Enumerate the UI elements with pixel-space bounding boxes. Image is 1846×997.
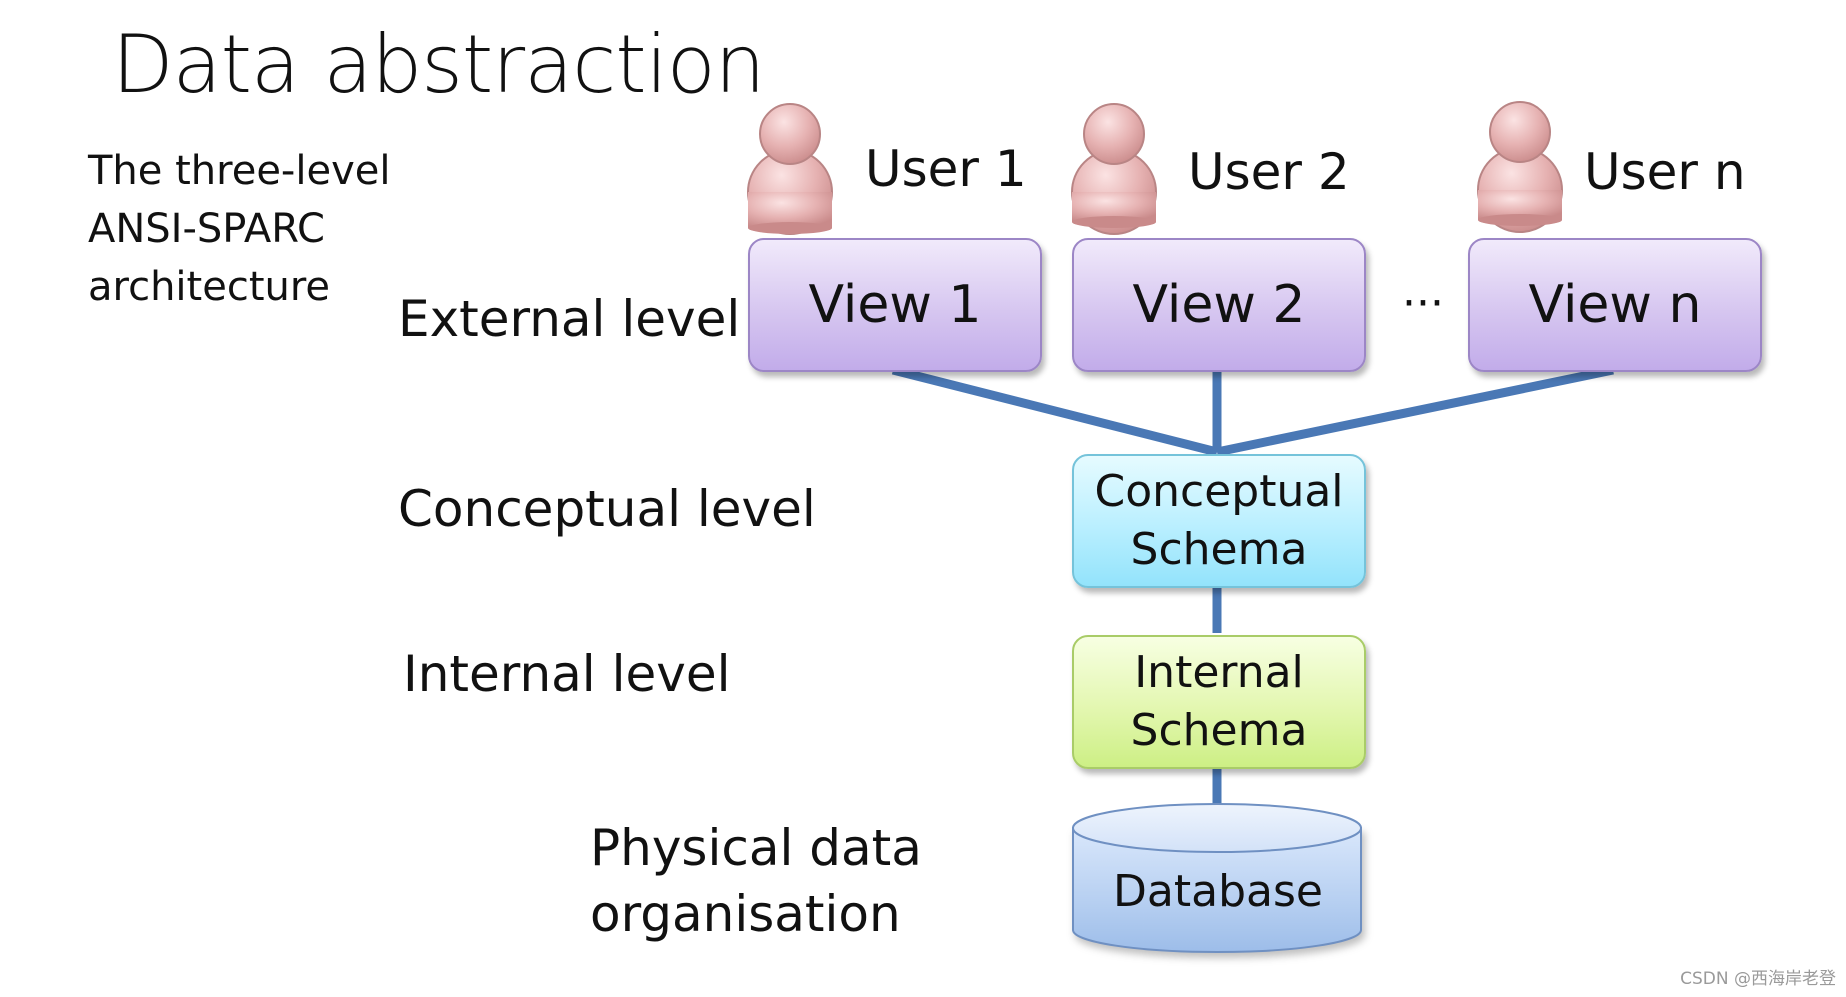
user-icon <box>1477 101 1563 233</box>
view-box-2: View 2 <box>1072 238 1366 372</box>
user-label-2: User 2 <box>1188 143 1350 201</box>
connector-view1 <box>891 365 1219 457</box>
internal-schema-box: Internal Schema <box>1072 635 1366 769</box>
conceptual-schema-box: Conceptual Schema <box>1072 454 1366 588</box>
user-label-n: User n <box>1584 143 1746 201</box>
internal-level-label: Internal level <box>403 645 731 703</box>
conceptual-schema-line: Conceptual <box>1094 466 1344 517</box>
view-box-1: View 1 <box>748 238 1042 372</box>
caption-line: ANSI-SPARC <box>88 206 325 252</box>
database-cylinder-icon <box>1072 803 1362 953</box>
external-level-label: External level <box>398 290 741 348</box>
connector-viewn <box>1216 365 1614 457</box>
internal-schema-line: Schema <box>1130 705 1308 756</box>
watermark: CSDN @西海岸老登 <box>1680 969 1836 989</box>
page-title: Data abstraction <box>112 18 765 111</box>
user-icon <box>747 103 833 235</box>
user-label-1: User 1 <box>865 140 1027 198</box>
caption-line: The three-level <box>88 148 391 194</box>
physical-label-line: Physical data <box>590 819 922 877</box>
architecture-caption: The three-level ANSI-SPARC architecture <box>88 142 428 316</box>
internal-schema-line: Internal <box>1134 647 1304 698</box>
user-icon <box>1071 103 1157 235</box>
caption-line: architecture <box>88 264 331 310</box>
more-views-ellipsis: ··· <box>1402 278 1444 329</box>
physical-label-line: organisation <box>590 885 901 943</box>
conceptual-level-label: Conceptual level <box>398 480 816 538</box>
conceptual-schema-line: Schema <box>1130 524 1308 575</box>
view-box-n: View n <box>1468 238 1762 372</box>
database-label: Database <box>1113 866 1323 917</box>
connector-lines <box>891 365 1614 805</box>
physical-level-label: Physical data organisation <box>590 815 922 947</box>
